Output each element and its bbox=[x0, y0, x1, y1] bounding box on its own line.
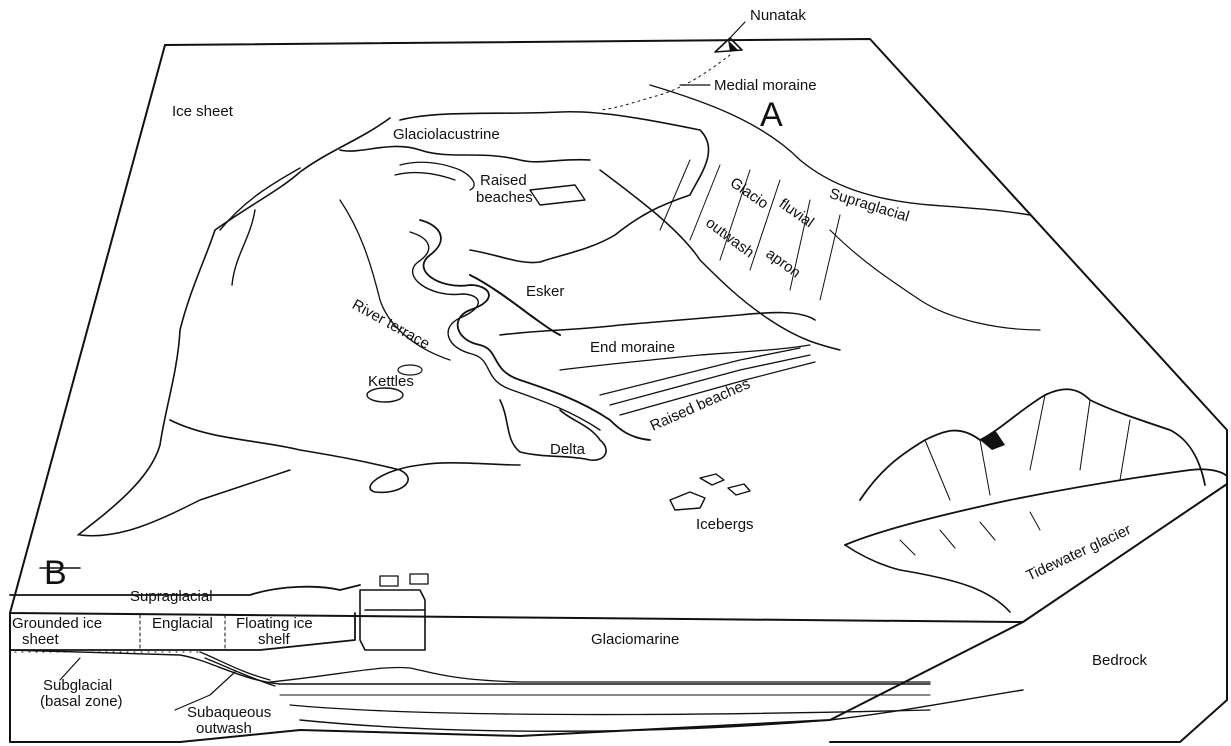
mountain-outline bbox=[860, 389, 1205, 500]
floating-berg-block bbox=[360, 590, 425, 650]
label-supraglacial-lower: Supraglacial bbox=[130, 589, 213, 605]
nunatak-leader bbox=[730, 22, 745, 38]
label-englacial: Englacial bbox=[152, 616, 213, 632]
label-raised-beaches-upper-1: Raised bbox=[480, 173, 527, 189]
river-channel-outer bbox=[420, 220, 650, 440]
iceberg-1 bbox=[670, 492, 705, 510]
label-floating-ice-2: shelf bbox=[258, 632, 290, 648]
label-nunatak: Nunatak bbox=[750, 8, 806, 24]
label-subglacial-1: Subglacial bbox=[43, 678, 112, 694]
tidewater-glacier-crevasses bbox=[900, 512, 1040, 555]
raised-beach-step-1 bbox=[400, 162, 474, 190]
kettle-1 bbox=[367, 388, 403, 402]
block-front-face bbox=[10, 613, 1023, 742]
raised-beach-island bbox=[530, 185, 585, 205]
coastline-lower bbox=[170, 420, 520, 492]
label-icebergs: Icebergs bbox=[696, 517, 754, 533]
label-ice-sheet: Ice sheet bbox=[172, 104, 233, 120]
upper-shore bbox=[340, 146, 590, 161]
label-grounded-ice-1: Grounded ice bbox=[12, 616, 102, 632]
block-top-surface-outline bbox=[10, 39, 1227, 622]
label-bedrock: Bedrock bbox=[1092, 653, 1147, 669]
iceberg-3 bbox=[728, 484, 750, 495]
ice-margin-left bbox=[78, 118, 390, 535]
label-subaqueous-2: outwash bbox=[196, 721, 252, 737]
label-glaciolacustrine: Glaciolacustrine bbox=[393, 127, 500, 143]
label-medial-moraine: Medial moraine bbox=[714, 78, 817, 94]
label-floating-ice-1: Floating ice bbox=[236, 616, 313, 632]
glaciomarine-sediment-layer-top bbox=[270, 667, 930, 682]
floating-berg-top-1 bbox=[380, 576, 398, 586]
apron-slope bbox=[830, 230, 1040, 330]
label-raised-beaches-upper-2: beaches bbox=[476, 190, 533, 206]
mountain-shadow bbox=[980, 430, 1005, 450]
ice-margin-ridge bbox=[220, 168, 300, 285]
floating-berg-top-2 bbox=[410, 574, 428, 584]
label-subaqueous-1: Subaqueous bbox=[187, 705, 271, 721]
glaciomarine-sediment-layer-bottom bbox=[290, 705, 930, 715]
section-label-a: A bbox=[760, 98, 783, 132]
label-glaciomarine: Glaciomarine bbox=[591, 632, 679, 648]
label-end-moraine: End moraine bbox=[590, 340, 675, 356]
label-grounded-ice-2: sheet bbox=[22, 632, 59, 648]
label-esker: Esker bbox=[526, 284, 564, 300]
label-delta: Delta bbox=[550, 442, 585, 458]
tidewater-glacier-outline bbox=[845, 469, 1227, 545]
iceberg-2 bbox=[700, 474, 724, 485]
tidewater-glacier-lower bbox=[845, 545, 1010, 612]
coastline-southwest bbox=[80, 470, 290, 536]
label-subglacial-2: (basal zone) bbox=[40, 694, 123, 710]
label-kettles: Kettles bbox=[368, 374, 414, 390]
end-moraine-top bbox=[500, 313, 815, 335]
raised-beach-step-2 bbox=[395, 173, 455, 180]
block-right-face bbox=[830, 484, 1227, 742]
section-label-b: B bbox=[44, 556, 67, 590]
medial-moraine-dots bbox=[600, 55, 730, 110]
river-channel-inner bbox=[410, 232, 600, 430]
outwash-streams bbox=[660, 160, 840, 300]
